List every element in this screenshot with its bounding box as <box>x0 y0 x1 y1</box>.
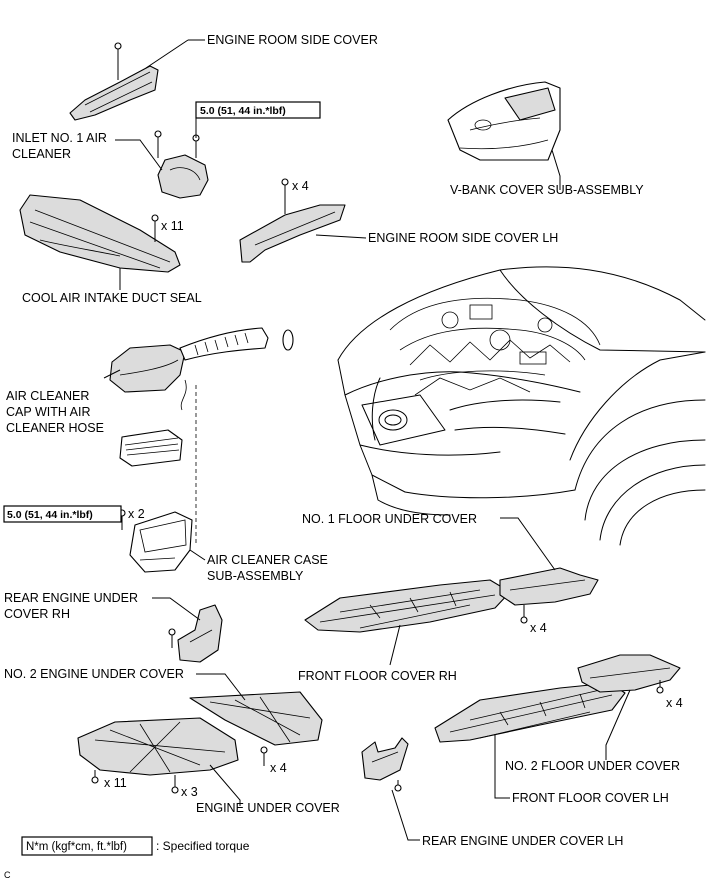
qty-no2-engine: x 4 <box>270 761 287 775</box>
label-rear-rh-line1: REAR ENGINE UNDER <box>4 591 138 605</box>
torque-legend: N*m (kgf*cm, ft.*lbf) : Specified torque <box>21 836 250 856</box>
leader-front-floor-rh <box>389 624 401 666</box>
label-side-cover-lh: ENGINE ROOM SIDE COVER LH <box>368 231 558 245</box>
qty-floor-rh: x 4 <box>530 621 547 635</box>
no1-floor-under-cover-part <box>499 567 599 624</box>
leader-rear-under-lh <box>391 789 420 841</box>
vbank-cover-part <box>447 81 561 161</box>
label-no2-engine: NO. 2 ENGINE UNDER COVER <box>4 667 184 681</box>
label-rear-under-lh: REAR ENGINE UNDER COVER LH <box>422 834 623 848</box>
label-no2-floor: NO. 2 FLOOR UNDER COVER <box>505 759 680 773</box>
leader-no2-engine <box>196 673 246 701</box>
leader-engine-room-side-cover <box>145 39 189 69</box>
no2-engine-under-cover-part <box>189 691 323 766</box>
leader-air-cleaner-cap <box>103 369 121 379</box>
label-cap-line2: CAP WITH AIR <box>6 405 91 419</box>
label-no1-floor: NO. 1 FLOOR UNDER COVER <box>302 512 477 526</box>
label-duct-seal: COOL AIR INTAKE DUCT SEAL <box>22 291 202 305</box>
front-floor-cover-lh-part <box>434 682 626 743</box>
leader-vbank <box>551 149 561 190</box>
torque-box-inlet: 5.0 (51, 44 in.*lbf) <box>195 101 321 138</box>
qty-case: x 2 <box>128 507 145 521</box>
leader-inlet-no1 <box>115 139 163 171</box>
label-engine-under: ENGINE UNDER COVER <box>196 801 340 815</box>
corner-mark: C <box>4 870 11 880</box>
leader-side-cover-lh <box>315 234 367 239</box>
leader-engine-under <box>209 764 241 806</box>
legend-text: : Specified torque <box>156 839 250 853</box>
leader-no2-floor <box>605 689 631 760</box>
inlet-no1-air-cleaner-part <box>154 130 209 199</box>
vehicle-illustration <box>337 266 706 546</box>
engine-room-side-cover-lh-part <box>239 178 346 263</box>
leader-case <box>189 549 206 561</box>
label-case-line1: AIR CLEANER CASE <box>207 553 328 567</box>
qty-side-cover-lh: x 4 <box>292 179 309 193</box>
qty-engine-under-3: x 3 <box>181 785 198 799</box>
label-case-line2: SUB-ASSEMBLY <box>207 569 304 583</box>
label-engine-room-side-cover: ENGINE ROOM SIDE COVER <box>207 33 378 47</box>
label-inlet-no1-line1: INLET NO. 1 AIR <box>12 131 107 145</box>
air-filter-element <box>119 429 183 467</box>
front-floor-cover-rh-part <box>304 579 511 633</box>
rear-engine-under-cover-lh-part <box>361 737 409 792</box>
qty-engine-under-11: x 11 <box>104 776 127 790</box>
cool-air-intake-duct-seal-part <box>19 194 181 273</box>
label-front-floor-rh: FRONT FLOOR COVER RH <box>298 669 457 683</box>
leader-rear-under-rh <box>152 597 201 621</box>
leader-front-floor-lh <box>494 735 510 799</box>
torque-inlet-value: 5.0 (51, 44 in.*lbf) <box>200 105 286 117</box>
label-rear-rh-line2: COVER RH <box>4 607 70 621</box>
label-vbank-cover: V-BANK COVER SUB-ASSEMBLY <box>450 183 644 197</box>
label-inlet-no1-line2: CLEANER <box>12 147 71 161</box>
label-cap-line1: AIR CLEANER <box>6 389 89 403</box>
qty-floor-no2: x 4 <box>666 696 683 710</box>
torque-box-case: 5.0 (51, 44 in.*lbf) <box>3 505 122 523</box>
air-cleaner-case-part <box>118 509 193 573</box>
rear-engine-under-cover-rh-part <box>168 604 223 663</box>
legend-unit-box: N*m (kgf*cm, ft.*lbf) <box>26 841 127 853</box>
engine-under-cover-part <box>77 717 239 794</box>
torque-case-value: 5.0 (51, 44 in.*lbf) <box>7 509 93 521</box>
label-cap-line3: CLEANER HOSE <box>6 421 104 435</box>
qty-duct-seal: x 11 <box>161 219 184 233</box>
engine-room-side-cover-part <box>69 42 159 121</box>
air-cleaner-cap-part <box>109 327 294 411</box>
leader-no1-floor <box>500 517 556 571</box>
no2-floor-under-cover-part <box>577 654 681 694</box>
label-front-floor-lh: FRONT FLOOR COVER LH <box>512 791 669 805</box>
